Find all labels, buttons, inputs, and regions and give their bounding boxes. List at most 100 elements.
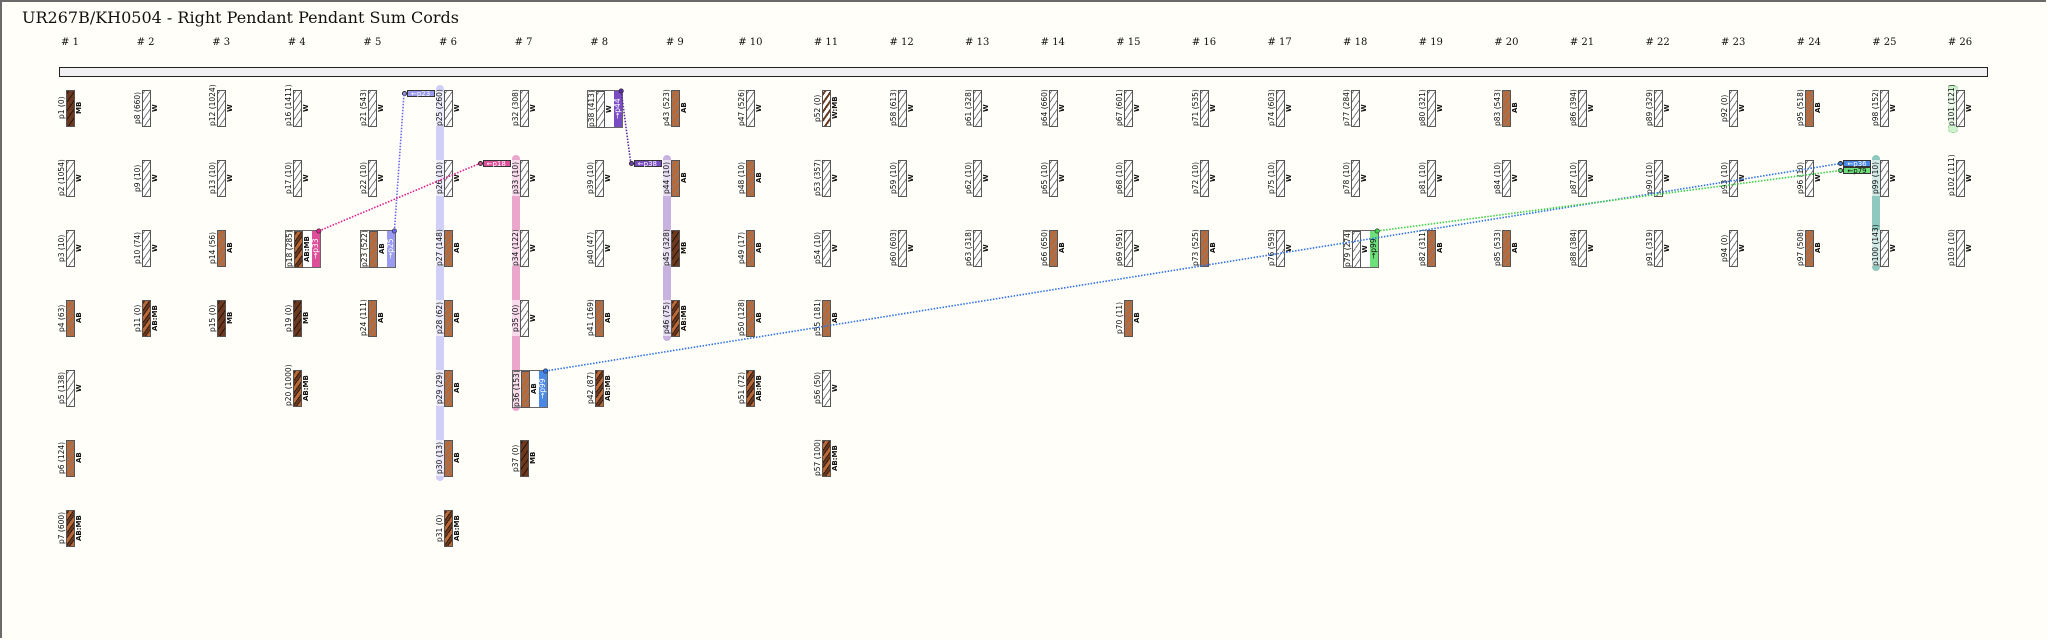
pendant-cord-p3[interactable]: p3 (10)W <box>57 230 84 267</box>
pendant-cord-p66[interactable]: p66 (650)AB <box>1040 229 1067 267</box>
pendant-cord-p9[interactable]: p9 (10)W <box>133 160 160 197</box>
sum-source-tag[interactable]: ←p36 <box>1843 160 1872 168</box>
pendant-cord-p2[interactable]: p2 (1054)W <box>57 159 84 197</box>
pendant-cord-p84[interactable]: p84 (10)W <box>1493 160 1520 197</box>
pendant-cord-p43[interactable]: p43 (523)AB <box>662 89 689 127</box>
pendant-cord-p72[interactable]: p72 (10)W <box>1191 160 1218 197</box>
pendant-cord-p22[interactable]: p22 (10)W <box>359 160 386 197</box>
pendant-cord-p93[interactable]: p93 (10)W <box>1720 160 1747 197</box>
pendant-cord-p15[interactable]: p15 (0)MB <box>208 300 235 337</box>
pendant-cord-p37[interactable]: p37 (0)MB <box>511 440 538 477</box>
pendant-cord-p8[interactable]: p8 (660)W <box>133 90 160 127</box>
pendant-cord-p42[interactable]: p42 (87)AB:MB <box>586 370 613 407</box>
pendant-cord-p4[interactable]: p4 (63)AB <box>57 300 84 337</box>
pendant-cord-p100[interactable]: p100 (143)W <box>1871 224 1898 267</box>
pendant-cord-p54[interactable]: p54 (10)W <box>813 230 840 267</box>
pendant-cord-p77[interactable]: p77 (284)W <box>1342 89 1369 127</box>
sum-source-tag[interactable]: ←p18 <box>482 160 511 168</box>
pendant-cord-p63[interactable]: p63 (318)W <box>964 229 991 267</box>
pendant-cord-p5[interactable]: p5 (138)W <box>57 370 84 407</box>
pendant-cord-p75[interactable]: p75 (10)W <box>1267 160 1294 197</box>
pendant-cord-p90[interactable]: p90 (10)W <box>1645 160 1672 197</box>
pendant-cord-p87[interactable]: p87 (10)W <box>1569 160 1596 197</box>
pendant-cord-p103[interactable]: p103 (10)W <box>1947 229 1974 267</box>
pendant-cord-p101[interactable]: p101 (121)W <box>1947 84 1974 127</box>
pendant-cord-p49[interactable]: p49 (17)AB <box>737 230 764 267</box>
pendant-cord-p89[interactable]: p89 (329)W <box>1645 89 1672 127</box>
pendant-cord-p48[interactable]: p48 (10)AB <box>737 160 764 197</box>
pendant-cord-p52[interactable]: p52 (0)W:MB <box>813 90 840 127</box>
pendant-cord-p65[interactable]: p65 (10)W <box>1040 160 1067 197</box>
pendant-cord-p96[interactable]: p96 (10)W <box>1796 160 1823 197</box>
pendant-cord-p98[interactable]: p98 (152)W <box>1871 89 1898 127</box>
pendant-cord-p83[interactable]: p83 (543)AB <box>1493 89 1520 127</box>
pendant-cord-p25[interactable]: p25 (260)W <box>435 89 462 127</box>
pendant-cord-p61[interactable]: p61 (328)W <box>964 89 991 127</box>
pendant-cord-p17[interactable]: p17 (10)W <box>284 160 311 197</box>
pendant-cord-p95[interactable]: p95 (518)AB <box>1796 89 1823 127</box>
pendant-cord-p59[interactable]: p59 (10)W <box>889 160 916 197</box>
pendant-cord-p79[interactable]: p79 (274)W→p99 <box>1343 230 1380 268</box>
pendant-cord-p91[interactable]: p91 (319)W <box>1645 229 1672 267</box>
pendant-cord-p39[interactable]: p39 (10)W <box>586 160 613 197</box>
pendant-cord-p78[interactable]: p78 (10)W <box>1342 160 1369 197</box>
pendant-cord-p58[interactable]: p58 (613)W <box>889 89 916 127</box>
pendant-cord-p34[interactable]: p34 (122)W <box>511 229 538 267</box>
pendant-cord-p74[interactable]: p74 (603)W <box>1267 89 1294 127</box>
pendant-cord-p23[interactable]: p23 (522)AB→p25 <box>360 230 397 268</box>
pendant-cord-p41[interactable]: p41 (169)AB <box>586 299 613 337</box>
pendant-cord-p46[interactable]: p46 (75)AB:MB <box>662 300 689 337</box>
pendant-cord-p57[interactable]: p57 (100)AB:MB <box>813 439 840 477</box>
pendant-cord-p102[interactable]: p102 (111)W <box>1947 154 1974 197</box>
pendant-cord-p47[interactable]: p47 (526)W <box>737 89 764 127</box>
pendant-cord-p21[interactable]: p21 (543)W <box>359 89 386 127</box>
pendant-cord-p24[interactable]: p24 (111)AB <box>359 299 386 337</box>
pendant-cord-p80[interactable]: p80 (321)W <box>1418 89 1445 127</box>
pendant-cord-p53[interactable]: p53 (357)W <box>813 159 840 197</box>
sum-source-tag[interactable]: ←p23 <box>407 90 435 98</box>
pendant-cord-p60[interactable]: p60 (603)W <box>889 229 916 267</box>
pendant-cord-p40[interactable]: p40 (47)W <box>586 230 613 267</box>
pendant-cord-p1[interactable]: p1 (0)MB <box>57 90 84 127</box>
pendant-cord-p62[interactable]: p62 (10)W <box>964 160 991 197</box>
pendant-cord-p64[interactable]: p64 (660)W <box>1040 89 1067 127</box>
pendant-cord-p82[interactable]: p82 (311)AB <box>1418 229 1445 267</box>
sum-source-tag[interactable]: ←p79 <box>1843 167 1872 175</box>
pendant-cord-p33[interactable]: p33 (10)W <box>511 160 538 197</box>
pendant-cord-p56[interactable]: p56 (50)W <box>813 370 840 407</box>
pendant-cord-p7[interactable]: p7 (600)AB:MB <box>57 510 84 547</box>
pendant-cord-p30[interactable]: p30 (13)AB <box>435 440 462 477</box>
pendant-cord-p68[interactable]: p68 (10)W <box>1115 160 1142 197</box>
pendant-cord-p16[interactable]: p16 (1411)W <box>284 84 311 127</box>
pendant-cord-p29[interactable]: p29 (29)AB <box>435 370 462 407</box>
pendant-cord-p92[interactable]: p92 (0)W <box>1720 90 1747 127</box>
pendant-cord-p67[interactable]: p67 (601)W <box>1115 89 1142 127</box>
pendant-cord-p12[interactable]: p12 (1024)W <box>208 84 235 127</box>
pendant-cord-p55[interactable]: p55 (181)AB <box>813 299 840 337</box>
pendant-cord-p32[interactable]: p32 (308)W <box>511 89 538 127</box>
pendant-cord-p73[interactable]: p73 (525)AB <box>1191 229 1218 267</box>
pendant-cord-p14[interactable]: p14 (56)AB <box>208 230 235 267</box>
pendant-cord-p18[interactable]: p18 (285)AB:MB→p33 <box>284 230 321 268</box>
pendant-cord-p27[interactable]: p27 (148)AB <box>435 229 462 267</box>
pendant-cord-p97[interactable]: p97 (508)AB <box>1796 229 1823 267</box>
pendant-cord-p71[interactable]: p71 (535)W <box>1191 89 1218 127</box>
pendant-cord-p50[interactable]: p50 (128)AB <box>737 299 764 337</box>
pendant-cord-p99[interactable]: p99 (10)W <box>1871 160 1898 197</box>
pendant-cord-p19[interactable]: p19 (0)MB <box>284 300 311 337</box>
pendant-cord-p76[interactable]: p76 (593)W <box>1267 229 1294 267</box>
pendant-cord-p45[interactable]: p45 (328)MB <box>662 229 689 267</box>
pendant-cord-p31[interactable]: p31 (0)AB:MB <box>435 510 462 547</box>
pendant-cord-p88[interactable]: p88 (384)W <box>1569 229 1596 267</box>
pendant-cord-p94[interactable]: p94 (0)W <box>1720 230 1747 267</box>
pendant-cord-p13[interactable]: p13 (10)W <box>208 160 235 197</box>
pendant-cord-p11[interactable]: p11 (0)AB:MB <box>133 300 160 337</box>
pendant-cord-p51[interactable]: p51 (72)AB:MB <box>737 370 764 407</box>
pendant-cord-p38[interactable]: p38 (413)W→p44 <box>587 90 624 128</box>
pendant-cord-p6[interactable]: p6 (124)AB <box>57 440 84 477</box>
pendant-cord-p35[interactable]: p35 (0)W <box>511 300 538 337</box>
pendant-cord-p85[interactable]: p85 (533)AB <box>1493 229 1520 267</box>
pendant-cord-p69[interactable]: p69 (591)W <box>1115 229 1142 267</box>
pendant-cord-p70[interactable]: p70 (11)AB <box>1115 300 1142 337</box>
pendant-cord-p20[interactable]: p20 (1000)AB:MB <box>284 364 311 407</box>
